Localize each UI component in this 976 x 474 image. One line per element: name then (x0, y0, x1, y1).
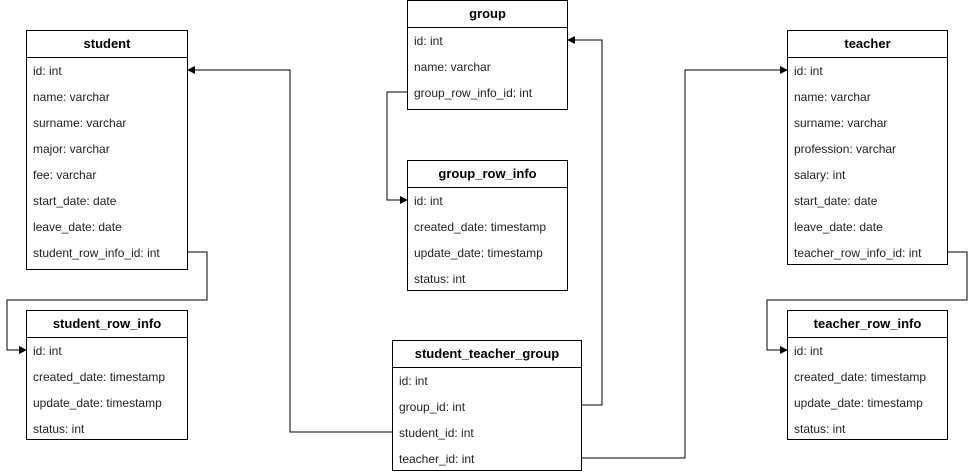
table-title: teacher_row_info (788, 311, 947, 338)
table-title: teacher (788, 31, 947, 58)
field-row: surname: varchar (33, 116, 127, 130)
field-row: update_date: timestamp (33, 396, 162, 410)
field-row: leave_date: date (33, 220, 122, 234)
field-row: id: int (794, 64, 823, 78)
link-group-to-group-row-info (386, 91, 408, 204)
table-title: student_row_info (27, 311, 187, 338)
field-row: salary: int (794, 168, 846, 182)
field-row: id: int (414, 194, 443, 208)
field-row: name: varchar (33, 90, 110, 104)
student-teacher-group-table[interactable]: student_teacher_group id: int group_id: … (392, 340, 582, 471)
student-row-info-table[interactable]: student_row_info id: int created_date: t… (26, 310, 188, 440)
field-row: major: varchar (33, 142, 110, 156)
field-row: id: int (33, 344, 62, 358)
field-row: profession: varchar (794, 142, 897, 156)
field-row: created_date: timestamp (414, 220, 547, 234)
teacher-table[interactable]: teacher id: int name: varchar surname: v… (787, 30, 948, 265)
link-teacher-to-teacher-row-info (766, 251, 968, 354)
field-row: start_date: date (33, 194, 117, 208)
field-row: update_date: timestamp (794, 396, 923, 410)
field-row: fee: varchar (33, 168, 97, 182)
link-stg-student-id-to-student (187, 66, 392, 433)
field-row: name: varchar (414, 60, 491, 74)
group-row-info-table[interactable]: group_row_info id: int created_date: tim… (407, 160, 568, 291)
field-row: leave_date: date (794, 220, 883, 234)
field-row: start_date: date (794, 194, 878, 208)
group-table[interactable]: group id: int name: varchar group_row_in… (407, 0, 568, 110)
field-row: created_date: timestamp (794, 370, 927, 384)
field-row: update_date: timestamp (414, 246, 543, 260)
field-row: id: int (399, 374, 428, 388)
link-stg-group-id-to-group (567, 36, 603, 406)
student-table[interactable]: student id: int name: varchar surname: v… (26, 30, 188, 270)
link-stg-teacher-id-to-teacher (582, 66, 788, 459)
field-row: id: int (414, 34, 443, 48)
field-row: name: varchar (794, 90, 871, 104)
field-row: group_id: int (399, 400, 466, 414)
table-title: student (27, 31, 187, 58)
teacher-row-info-table[interactable]: teacher_row_info id: int created_date: t… (787, 310, 948, 440)
field-row: teacher_id: int (399, 452, 475, 466)
field-row: status: int (414, 272, 466, 286)
field-row: teacher_row_info_id: int (794, 246, 922, 260)
link-student-to-student-row-info (6, 251, 208, 354)
table-title: group_row_info (408, 161, 567, 188)
field-row: status: int (794, 422, 846, 436)
table-title: student_teacher_group (393, 341, 581, 368)
field-row: student_row_info_id: int (33, 246, 160, 260)
field-row: group_row_info_id: int (414, 86, 533, 100)
field-row: id: int (794, 344, 823, 358)
table-title: group (408, 1, 567, 28)
field-row: created_date: timestamp (33, 370, 166, 384)
field-row: status: int (33, 422, 85, 436)
field-row: id: int (33, 64, 62, 78)
field-row: surname: varchar (794, 116, 888, 130)
field-row: student_id: int (399, 426, 474, 440)
